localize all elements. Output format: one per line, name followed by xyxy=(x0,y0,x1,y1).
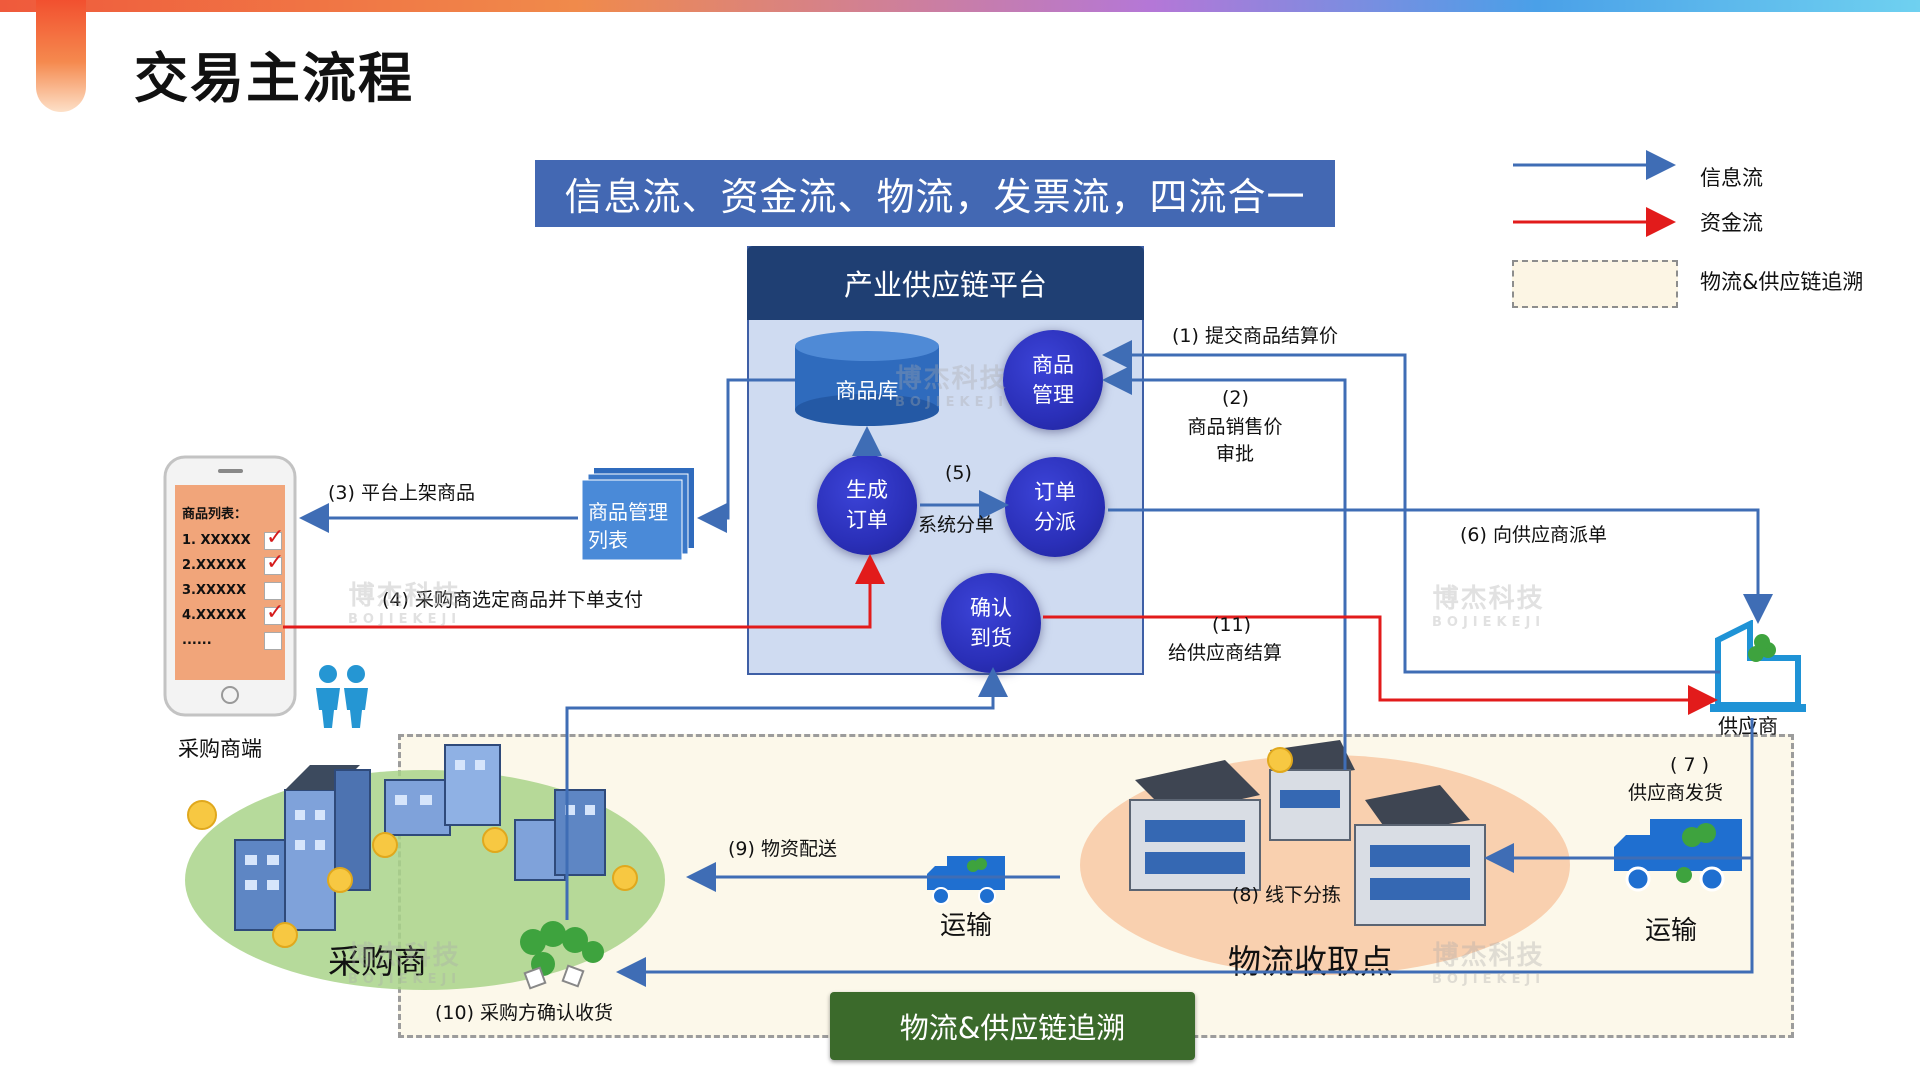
banner: 信息流、资金流、物流，发票流，四流合一 xyxy=(535,160,1335,227)
step1-label: (1) 提交商品结算价 xyxy=(1172,325,1338,347)
node-create-order: 生成订单 xyxy=(817,455,917,555)
step2-number: (2) xyxy=(1222,387,1249,409)
step9-label: (9) 物资配送 xyxy=(728,838,837,860)
supplier-building-icon xyxy=(1710,620,1806,712)
phone-list-item-label: 1. XXXXX xyxy=(182,533,251,548)
step11-label: 给供应商结算 xyxy=(1168,642,1283,664)
step4-label: (4) 采购商选定商品并下单支付 xyxy=(382,589,643,611)
phone-list-heading: 商品列表： xyxy=(182,507,248,522)
legend-logistics-label: 物流&供应链追溯 xyxy=(1700,270,1864,294)
node-dispatch: 订单分派 xyxy=(1005,457,1105,557)
warehouse-database-icon xyxy=(795,331,939,426)
phone-icon xyxy=(163,455,297,717)
arrow-warehouse-to-list xyxy=(697,378,795,533)
arrow-trace-return xyxy=(616,858,1754,987)
logistics-trace-button[interactable]: 物流&供应链追溯 xyxy=(830,992,1195,1060)
warehouse-buildings xyxy=(1129,740,1486,926)
top-gradient-bar xyxy=(0,0,1920,12)
step5-number: (5) xyxy=(945,462,972,484)
buyer-end-label: 采购商端 xyxy=(178,737,262,761)
map-pin-icons xyxy=(187,800,638,948)
legend-money-label: 资金流 xyxy=(1700,211,1763,235)
node-create-order-label: 生成订单 xyxy=(846,477,888,532)
phone-list-item[interactable]: 1. XXXXX ✓ xyxy=(182,524,285,553)
truck-icon-2 xyxy=(1614,819,1742,892)
step8-label: (8) 线下分拣 xyxy=(1232,884,1341,906)
legend-logistics-swatch xyxy=(1512,260,1678,308)
step7-label: 供应商发货 xyxy=(1628,782,1724,804)
people-icon xyxy=(316,665,368,728)
step3-label: (3) 平台上架商品 xyxy=(328,482,475,504)
phone-list-item-label: 2.XXXXX xyxy=(182,558,247,573)
step6-label: (6) 向供应商派单 xyxy=(1460,524,1607,546)
warehouse-label: 商品库 xyxy=(835,379,899,403)
arrow-step6 xyxy=(1108,508,1773,624)
title-accent xyxy=(36,0,86,112)
phone-list-item[interactable]: 4.XXXXX ✓ xyxy=(182,599,285,628)
arrow-step11 xyxy=(1043,615,1718,715)
phone-list-item-label: 3.XXXXX xyxy=(182,583,247,598)
node-confirm-label: 确认到货 xyxy=(970,595,1012,650)
buyer-label: 采购商 xyxy=(328,942,427,981)
arrow-step10 xyxy=(565,667,1008,920)
platform-title: 产业供应链平台 xyxy=(747,246,1144,320)
transport-label-2: 运输 xyxy=(1645,916,1698,946)
step10-label: (10) 采购方确认收货 xyxy=(435,1002,614,1024)
arrow-step1 xyxy=(1102,340,1720,674)
step11-number: (11) xyxy=(1212,614,1252,636)
supplier-label: 供应商 xyxy=(1718,714,1778,738)
phone-list-item-label: ...... xyxy=(182,633,212,648)
node-confirm: 确认到货 xyxy=(941,573,1041,673)
node-dispatch-label: 订单分派 xyxy=(1034,479,1076,534)
phone-list-item[interactable]: ...... xyxy=(182,628,282,653)
step7-number: ( 7 ) xyxy=(1670,754,1709,776)
arrow-step2 xyxy=(1102,365,1347,770)
transport-label-1: 运输 xyxy=(940,911,993,941)
checkbox-checked-icon[interactable]: ✓ xyxy=(264,549,285,575)
checkbox-checked-icon[interactable]: ✓ xyxy=(264,524,285,550)
checkbox-checked-icon[interactable]: ✓ xyxy=(264,599,285,625)
phone-list-item[interactable]: 2.XXXXX ✓ xyxy=(182,549,285,578)
logistics-point-label: 物流收取点 xyxy=(1228,942,1393,981)
phone-item-list: 1. XXXXX ✓ 2.XXXXX ✓ 3.XXXXX 4.XXXXX ✓...... xyxy=(182,524,285,653)
page-title: 交易主流程 xyxy=(134,47,414,110)
buyer-buildings xyxy=(234,744,606,931)
legend-info-label: 信息流 xyxy=(1700,166,1763,190)
phone-list-item[interactable]: 3.XXXXX xyxy=(182,578,282,603)
vegetable-crate-icon xyxy=(520,921,604,990)
legend-arrows xyxy=(1513,150,1676,237)
logistics-pin-icon xyxy=(1267,747,1293,773)
node-product-mgmt-label: 商品管理 xyxy=(1032,352,1074,407)
product-list-label: 商品管理列表 xyxy=(588,500,668,552)
checkbox-empty-icon[interactable] xyxy=(264,631,282,650)
logistics-point-illustration xyxy=(1080,740,1570,975)
node-product-mgmt: 商品管理 xyxy=(1003,330,1103,430)
checkbox-empty-icon[interactable] xyxy=(264,581,282,600)
split-order-label: 系统分单 xyxy=(918,514,995,536)
product-list-document-icon xyxy=(581,468,694,561)
arrow-step4 xyxy=(283,554,885,629)
phone-list-item-label: 4.XXXXX xyxy=(182,608,247,623)
step2-label: 商品销售价审批 xyxy=(1187,416,1283,465)
